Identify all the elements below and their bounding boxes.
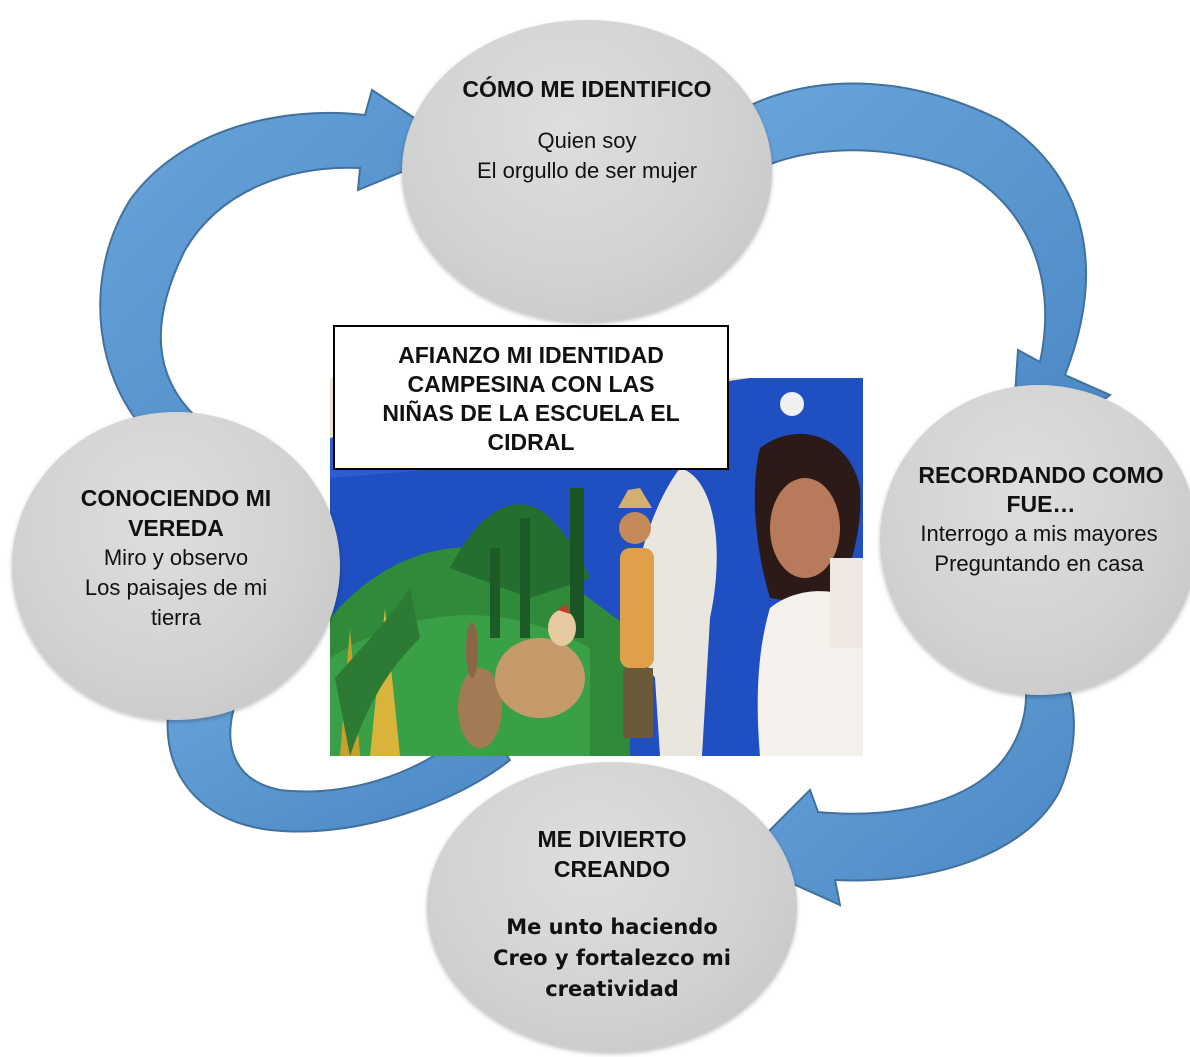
node-left-line-1: Miro y observo <box>103 545 249 570</box>
node-bottom-line-1: Me unto haciendo <box>506 915 718 939</box>
arrow-left-to-top <box>99 88 463 447</box>
node-bottom-title-line-2: CREANDO <box>553 856 671 882</box>
node-left-line-2: Los paisajes de mi <box>84 575 268 600</box>
node-left-title-line-1: CONOCIENDO MI <box>80 485 272 511</box>
arrow-top-to-right <box>710 82 1112 473</box>
node-me-divierto-creando: ME DIVIERTO CREANDO Me unto haciendo Cre… <box>427 762 797 1052</box>
center-title-line-2: CAMPESINA CON LAS <box>407 371 655 397</box>
node-right-title-line-1: RECORDANDO COMO <box>918 462 1164 488</box>
node-recordando-como-fue: RECORDANDO COMO FUE… Interrogo a mis may… <box>880 385 1190 695</box>
node-conociendo-mi-vereda: CONOCIENDO MI VEREDA Miro y observo Los … <box>12 412 340 720</box>
node-right-title-line-2: FUE… <box>1006 491 1076 517</box>
node-bottom-line-2: Creo y fortalezco mi <box>493 946 731 970</box>
center-title-line-1: AFIANZO MI IDENTIDAD <box>398 342 664 368</box>
center-title-line-4: CIDRAL <box>487 429 575 455</box>
node-right-line-1: Interrogo a mis mayores <box>920 521 1158 546</box>
node-left-title-line-2: VEREDA <box>128 515 224 541</box>
node-top-line-1: Quien soy <box>537 128 637 153</box>
node-top-line-2: El orgullo de ser mujer <box>476 158 698 183</box>
center-title-box: AFIANZO MI IDENTIDAD CAMPESINA CON LAS N… <box>333 325 729 470</box>
center-title-line-3: NIÑAS DE LA ESCUELA EL <box>382 400 680 426</box>
node-top-title: CÓMO ME IDENTIFICO <box>462 76 712 102</box>
node-left-line-3: tierra <box>150 605 202 630</box>
node-bottom-line-3: creatividad <box>545 977 679 1001</box>
node-right-line-2: Preguntando en casa <box>934 551 1144 576</box>
arrow-right-to-bottom <box>738 620 1075 907</box>
node-bottom-title-line-1: ME DIVIERTO <box>537 826 687 852</box>
node-como-me-identifico: CÓMO ME IDENTIFICO Quien soy El orgullo … <box>402 20 772 322</box>
